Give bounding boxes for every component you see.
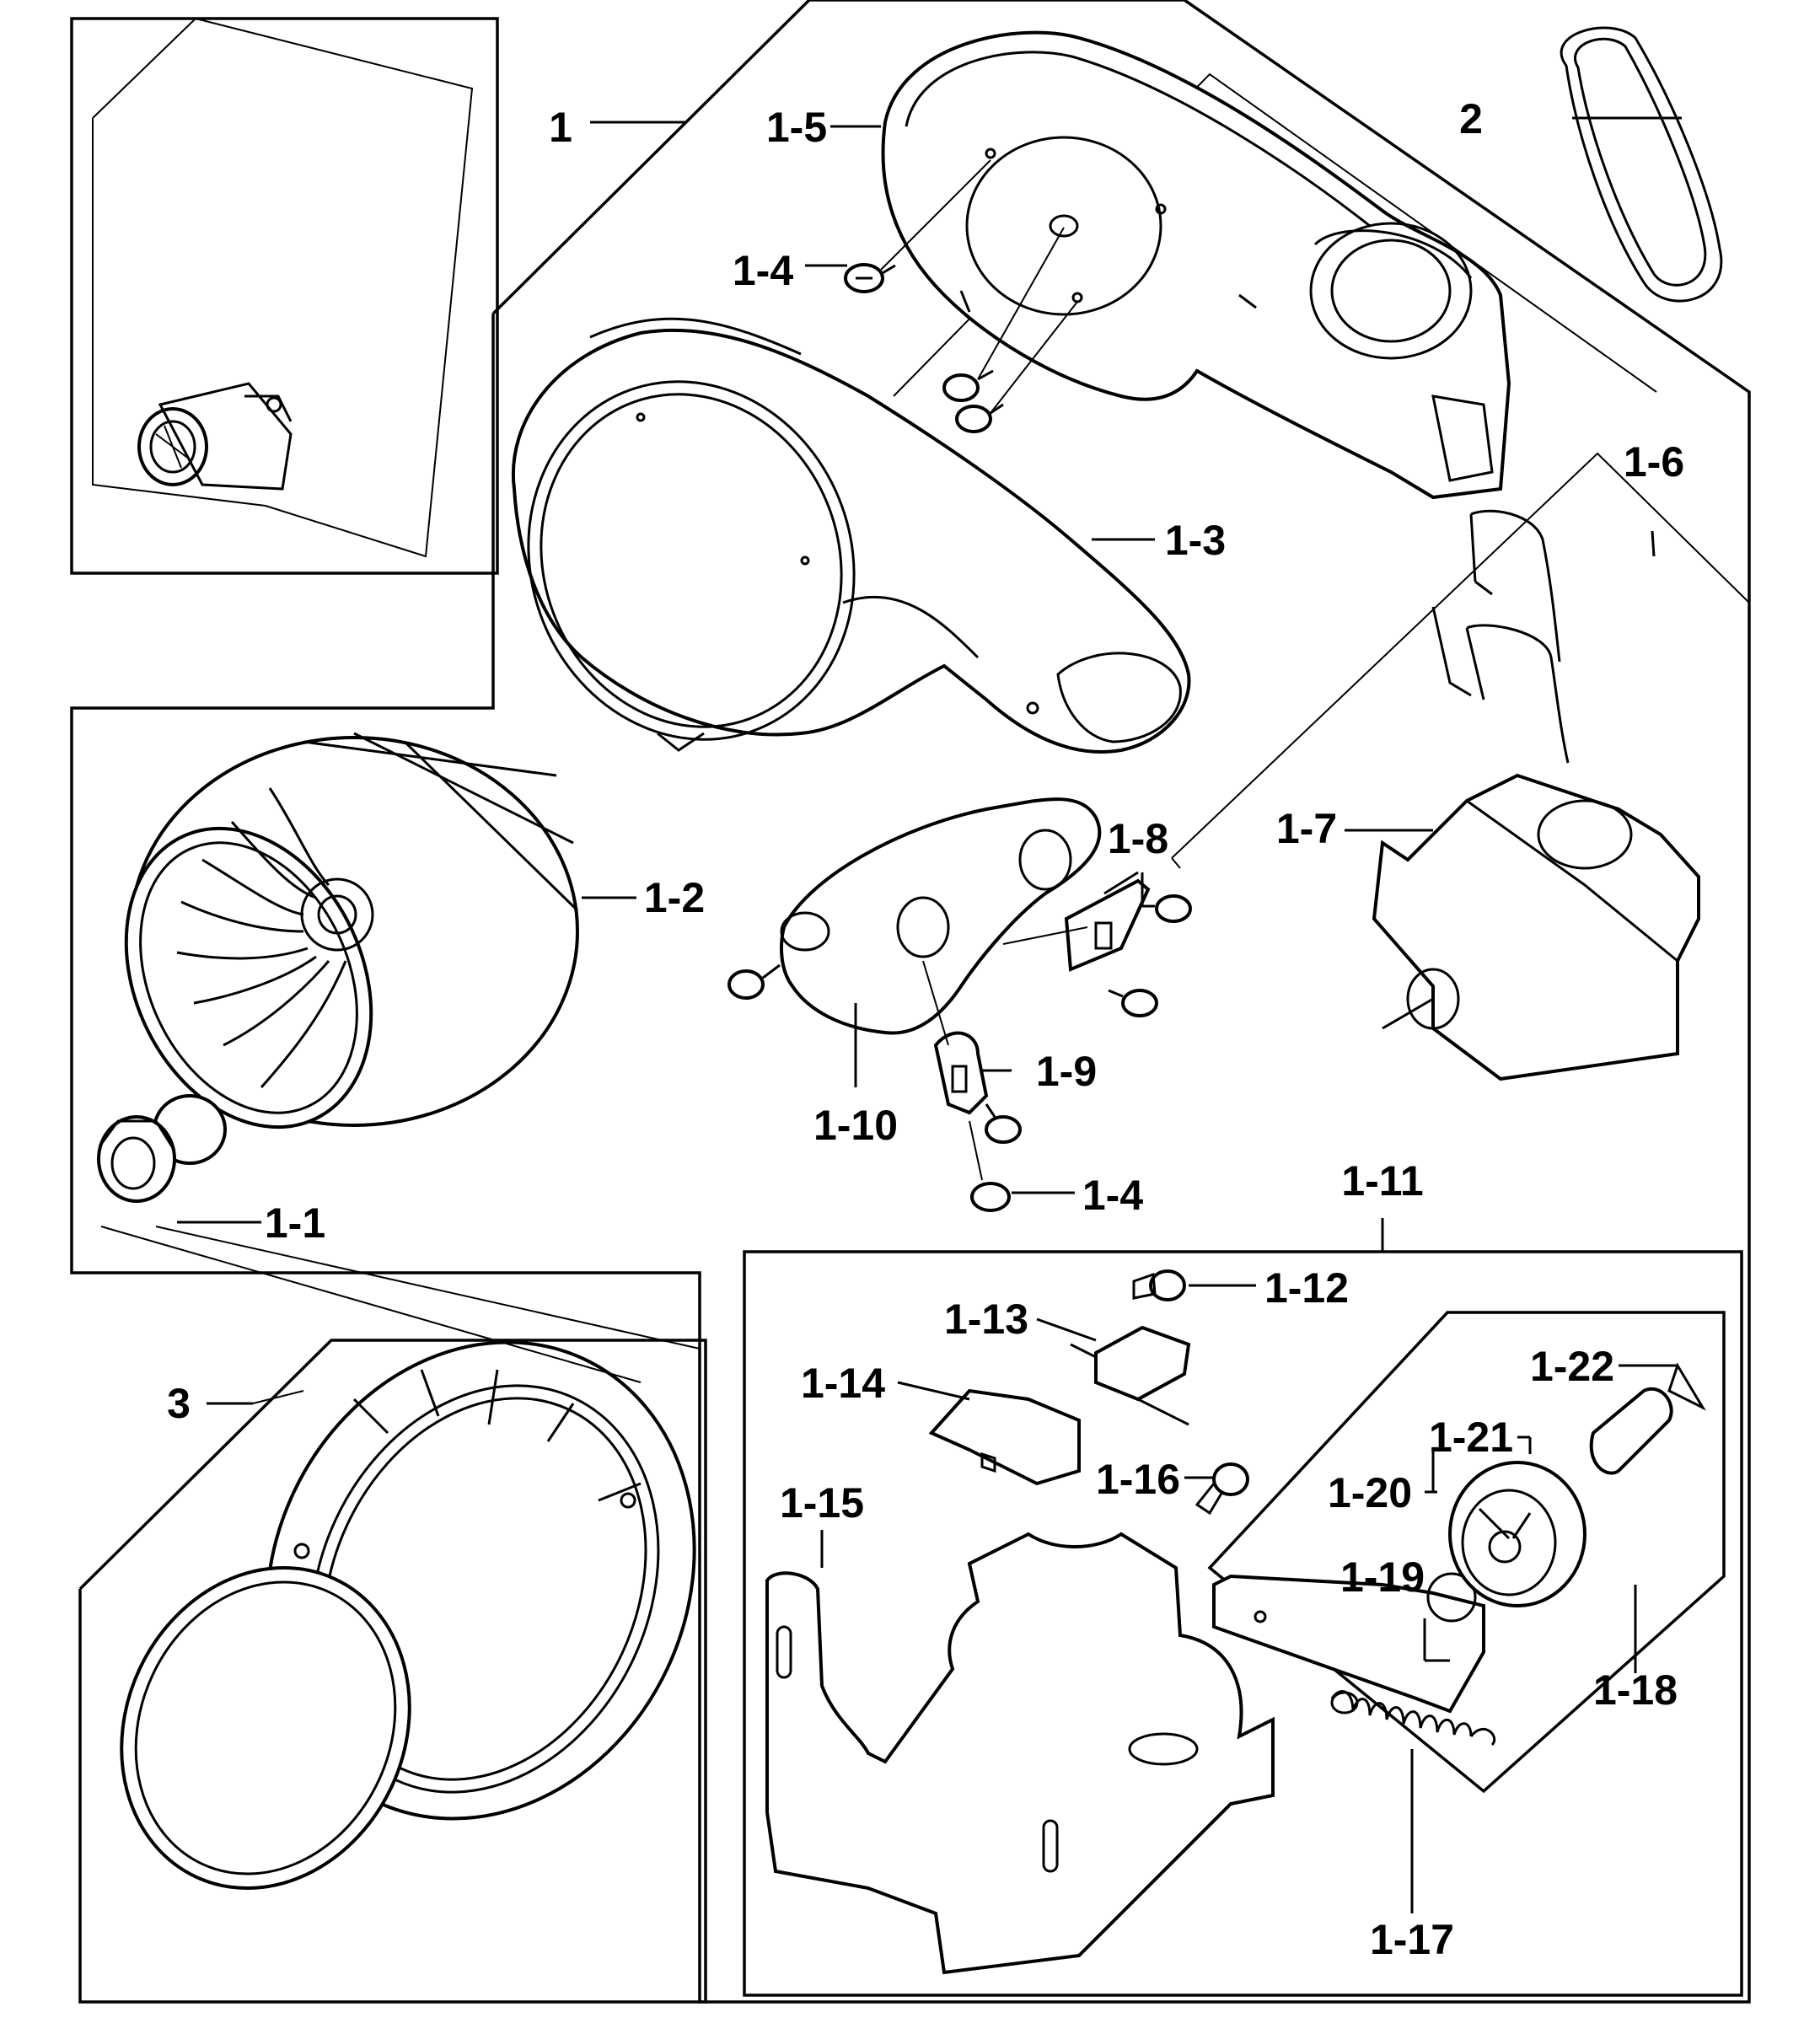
callout-1-18: 1-18 [1593, 1666, 1678, 1714]
microswitch [1070, 1325, 1191, 1426]
screw-1-16 [1195, 1462, 1249, 1516]
assembly-3-frame [78, 1339, 707, 2004]
screw-1-12 [1132, 1269, 1186, 1301]
blower-wheel [124, 732, 579, 1130]
motor-clips [1431, 509, 1570, 764]
thermostat-bracket [780, 797, 1102, 1035]
assembly-1-11-frame [743, 1250, 1743, 1997]
callout-1-12: 1-12 [1264, 1264, 1349, 1312]
duct-ring-assembly [120, 1340, 696, 1890]
callout-1-17: 1-17 [1370, 1916, 1454, 1963]
callout-1-6: 1-6 [1624, 438, 1684, 486]
assembly-1-18-frame [1207, 1311, 1726, 1794]
callout-1-22: 1-22 [1530, 1343, 1614, 1390]
callout-1-21: 1-21 [1429, 1414, 1513, 1461]
screw-thermostat-b [1108, 989, 1158, 1017]
wheel-nut [97, 1094, 227, 1203]
callout-1-4-bottom: 1-4 [1082, 1172, 1143, 1219]
screw-thermostat-a [1142, 894, 1192, 923]
callout-2: 2 [1459, 95, 1483, 142]
rear-blower-housing [881, 30, 1511, 500]
screw-1-4-bottom [969, 1120, 1011, 1212]
thermal-fuse [922, 960, 989, 1115]
callout-1-3: 1-3 [1165, 517, 1226, 564]
inset-overview-frame [70, 17, 499, 575]
motor-mount-bracket [765, 1532, 1275, 1975]
callout-3: 3 [167, 1380, 191, 1427]
screw-bracket-left [727, 963, 781, 1000]
callout-1: 1 [549, 104, 572, 151]
callout-1-16: 1-16 [1096, 1456, 1180, 1503]
screw-fuse [985, 1103, 1022, 1144]
callout-1-1: 1-1 [265, 1199, 325, 1247]
callout-1-14: 1-14 [801, 1360, 885, 1407]
callout-1-2: 1-2 [644, 874, 705, 921]
idler-shaft [1589, 1362, 1706, 1475]
idler-arm [1212, 1572, 1485, 1714]
callout-1-8: 1-8 [1108, 815, 1168, 862]
motor-section-outline [1171, 452, 1750, 869]
callout-1-13: 1-13 [944, 1296, 1028, 1343]
idler-pulley [1448, 1461, 1586, 1607]
callout-1-10: 1-10 [813, 1102, 898, 1149]
thermostat [1002, 878, 1151, 972]
callout-1-5: 1-5 [766, 104, 827, 151]
callout-1-7: 1-7 [1276, 805, 1337, 852]
drive-belt [1560, 26, 1723, 303]
idler-spring [1330, 1690, 1496, 1747]
callout-1-4-top: 1-4 [733, 247, 793, 294]
screw-1-4-top [844, 263, 896, 293]
callout-1-20: 1-20 [1328, 1469, 1412, 1516]
screw-housing-a [942, 369, 994, 402]
callout-1-15: 1-15 [780, 1479, 864, 1527]
callout-1-19: 1-19 [1340, 1553, 1425, 1601]
drive-motor [1372, 773, 1700, 1081]
callout-labels: 1 1-5 1-4 1-3 2 1-6 1-7 1-8 1-2 1-9 1-10… [167, 95, 1684, 1963]
leader-lines [100, 116, 1682, 1913]
callout-1-11: 1-11 [1341, 1157, 1423, 1205]
front-blower-housing [511, 317, 1191, 754]
switch-bracket [928, 1388, 1081, 1486]
callout-1-9: 1-9 [1036, 1048, 1097, 1095]
screw-housing-b [955, 403, 1004, 433]
inset-blower-assembly [137, 382, 293, 491]
